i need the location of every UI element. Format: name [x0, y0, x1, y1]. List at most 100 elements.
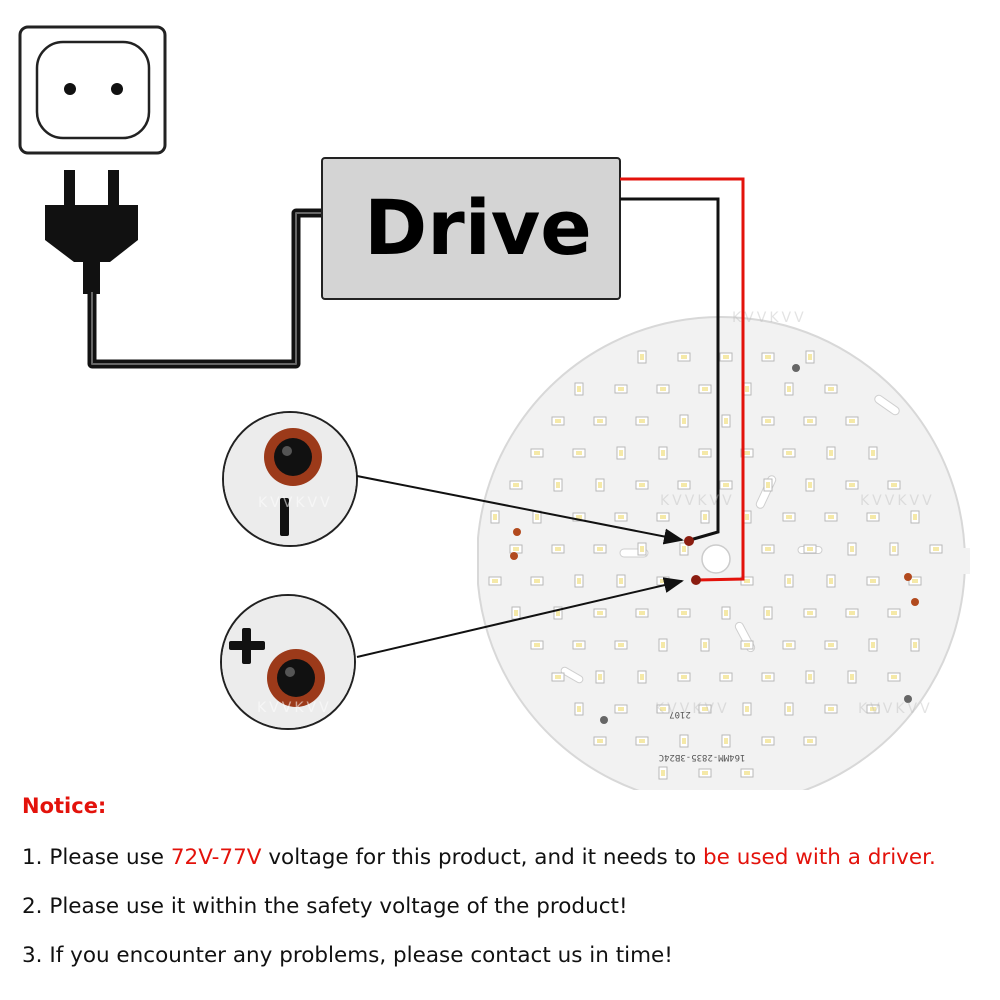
- power-plug-icon: [45, 170, 138, 294]
- led-chip-phosphor: [702, 771, 708, 775]
- led-chip-phosphor: [597, 547, 603, 551]
- led-chip-phosphor: [493, 514, 497, 520]
- power-outlet-icon: [18, 25, 167, 155]
- plus-sign-icon: [229, 628, 265, 664]
- led-chip-phosphor: [703, 642, 707, 648]
- led-chip-phosphor: [640, 674, 644, 680]
- led-chip-phosphor: [681, 675, 687, 679]
- led-chip-phosphor: [576, 451, 582, 455]
- led-chip-phosphor: [492, 579, 498, 583]
- led-chip-phosphor: [598, 482, 602, 488]
- led-chip-phosphor: [786, 515, 792, 519]
- led-chip-phosphor: [639, 419, 645, 423]
- watermark-text: KVVKVV: [258, 495, 333, 511]
- led-chip-phosphor: [513, 547, 519, 551]
- notice-line-1: 1. Please use 72V-77V voltage for this p…: [22, 842, 982, 874]
- led-chip-phosphor: [618, 515, 624, 519]
- led-chip-phosphor: [556, 610, 560, 616]
- led-chip-phosphor: [808, 482, 812, 488]
- led-chip-phosphor: [912, 579, 918, 583]
- led-chip-phosphor: [724, 418, 728, 424]
- negative-wire: [620, 197, 720, 542]
- led-chip-phosphor: [534, 451, 540, 455]
- led-chip-phosphor: [534, 579, 540, 583]
- line1-pre: 1. Please use: [22, 845, 171, 870]
- led-chip-phosphor: [787, 706, 791, 712]
- led-chip-phosphor: [576, 643, 582, 647]
- led-chip-phosphor: [807, 739, 813, 743]
- led-chip-phosphor: [534, 643, 540, 647]
- led-array: [488, 350, 943, 780]
- led-chip-phosphor: [724, 738, 728, 744]
- board-slot: [874, 394, 900, 416]
- led-chip-phosphor: [849, 419, 855, 423]
- led-chip-phosphor: [808, 674, 812, 680]
- led-chip-phosphor: [786, 643, 792, 647]
- led-chip-phosphor: [766, 482, 770, 488]
- led-chip-phosphor: [661, 450, 665, 456]
- negative-arrow: [356, 475, 684, 545]
- led-chip-phosphor: [661, 642, 665, 648]
- negative-terminal: [684, 536, 694, 546]
- led-chip-phosphor: [913, 514, 917, 520]
- driver-requirement: be used with a driver.: [703, 845, 936, 870]
- led-chip-phosphor: [556, 482, 560, 488]
- positive-wire: [620, 177, 745, 582]
- led-chip-phosphor: [661, 770, 665, 776]
- led-chip-phosphor: [681, 611, 687, 615]
- led-chip-phosphor: [808, 354, 812, 360]
- led-chip-phosphor: [597, 419, 603, 423]
- led-chip-phosphor: [850, 674, 854, 680]
- led-chip-phosphor: [660, 387, 666, 391]
- watermarks: KVVKVV KVVKVV KVVKVV KVVKVV KVVKVV KVVKV…: [257, 310, 932, 717]
- watermark-text: KVVKVV: [732, 310, 807, 326]
- led-chip-phosphor: [703, 514, 707, 520]
- led-chip-phosphor: [870, 579, 876, 583]
- watermark-text: KVVKVV: [257, 700, 332, 716]
- led-chip-phosphor: [618, 643, 624, 647]
- board-slot: [560, 666, 584, 684]
- led-chip-phosphor: [723, 483, 729, 487]
- led-chip-phosphor: [702, 387, 708, 391]
- notice-line-2: 2. Please use it within the safety volta…: [22, 894, 628, 919]
- led-chip-phosphor: [702, 707, 708, 711]
- led-chip-phosphor: [682, 546, 686, 552]
- led-chip-phosphor: [807, 611, 813, 615]
- led-chip-phosphor: [514, 610, 518, 616]
- led-chip-phosphor: [933, 547, 939, 551]
- watermark-text: KVVKVV: [655, 701, 730, 717]
- led-chip-phosphor: [828, 643, 834, 647]
- led-chip-phosphor: [724, 610, 728, 616]
- wiring-diagram: Drive 164MM-2835-3B24C 2107: [18, 25, 970, 790]
- led-chip-phosphor: [891, 675, 897, 679]
- led-chip-phosphor: [849, 611, 855, 615]
- led-chip-phosphor: [598, 674, 602, 680]
- led-chip-phosphor: [829, 578, 833, 584]
- led-chip-phosphor: [597, 739, 603, 743]
- led-chip-phosphor: [786, 451, 792, 455]
- led-chip-phosphor: [829, 450, 833, 456]
- led-chip-phosphor: [619, 578, 623, 584]
- led-chip-phosphor: [765, 355, 771, 359]
- led-chip-phosphor: [639, 483, 645, 487]
- led-chip-phosphor: [913, 642, 917, 648]
- led-chip-phosphor: [828, 707, 834, 711]
- led-chip-phosphor: [891, 611, 897, 615]
- led-chip-phosphor: [555, 547, 561, 551]
- led-chip-phosphor: [535, 514, 539, 520]
- line1-mid: voltage for this product, and it needs t…: [261, 845, 704, 870]
- led-chip-phosphor: [577, 386, 581, 392]
- notice-section: Notice: 1. Please use 72V-77V voltage fo…: [22, 790, 982, 972]
- led-chip-phosphor: [660, 515, 666, 519]
- led-chip-phosphor: [891, 483, 897, 487]
- minus-sign-icon: [280, 498, 289, 536]
- led-chip-phosphor: [555, 675, 561, 679]
- led-chip-phosphor: [765, 419, 771, 423]
- led-chip-phosphor: [723, 355, 729, 359]
- led-chip-phosphor: [828, 515, 834, 519]
- led-chip-phosphor: [765, 675, 771, 679]
- led-chip-phosphor: [555, 419, 561, 423]
- led-chip-phosphor: [807, 547, 813, 551]
- led-chip-phosphor: [807, 419, 813, 423]
- led-chip-phosphor: [787, 386, 791, 392]
